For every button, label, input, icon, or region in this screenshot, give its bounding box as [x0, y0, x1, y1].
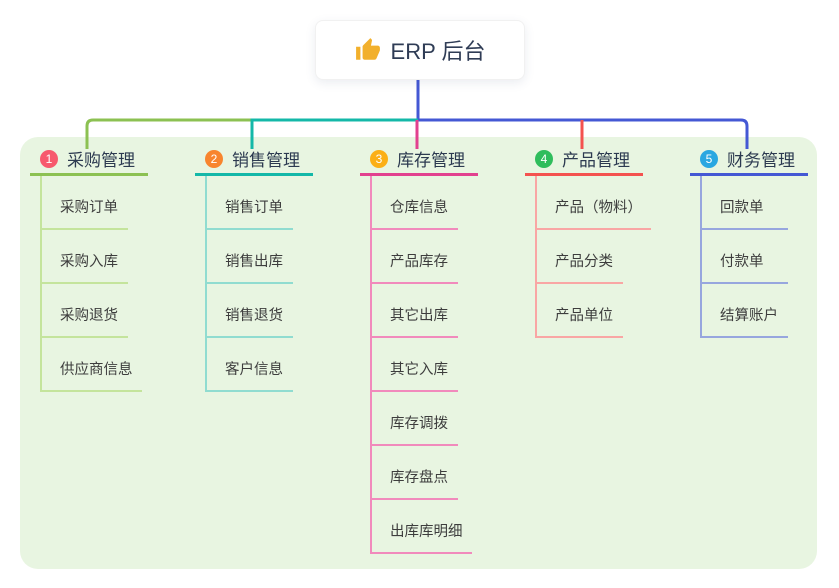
- branch-item[interactable]: 出库库明细: [372, 500, 472, 554]
- branch-label: 销售管理: [232, 151, 300, 170]
- branch-header-2[interactable]: 2 销售管理: [195, 144, 313, 176]
- branch-item-list: 产品（物料）产品分类产品单位: [535, 176, 651, 338]
- branch-item[interactable]: 库存调拨: [372, 392, 458, 446]
- branch-item[interactable]: 采购入库: [42, 230, 128, 284]
- branch-number-badge: 5: [700, 149, 718, 168]
- branch-item[interactable]: 产品（物料）: [537, 176, 651, 230]
- branch-item-list: 仓库信息产品库存其它出库其它入库库存调拨库存盘点出库库明细: [370, 176, 472, 554]
- branch-item[interactable]: 仓库信息: [372, 176, 458, 230]
- branch-header-3[interactable]: 3 库存管理: [360, 144, 478, 176]
- branch-item[interactable]: 回款单: [702, 176, 788, 230]
- branch-item[interactable]: 其它出库: [372, 284, 458, 338]
- branch-header-1[interactable]: 1 采购管理: [30, 144, 148, 176]
- branch-label: 采购管理: [67, 151, 135, 170]
- branch-item[interactable]: 其它入库: [372, 338, 458, 392]
- branch-item[interactable]: 客户信息: [207, 338, 293, 392]
- branch-item[interactable]: 库存盘点: [372, 446, 458, 500]
- branch-item-list: 采购订单采购入库采购退货供应商信息: [40, 176, 142, 392]
- branch-label: 库存管理: [397, 151, 465, 170]
- branch-column-2: 2 销售管理销售订单销售出库销售退货客户信息: [195, 144, 360, 392]
- branch-item[interactable]: 产品分类: [537, 230, 623, 284]
- branch-column-5: 5 财务管理回款单付款单结算账户: [690, 144, 839, 338]
- branch-label: 产品管理: [562, 151, 630, 170]
- branch-item[interactable]: 产品单位: [537, 284, 623, 338]
- thumbs-up-icon: [355, 38, 380, 60]
- branch-item-list: 回款单付款单结算账户: [700, 176, 788, 338]
- root-node-label: ERP 后台: [390, 39, 486, 64]
- branch-item[interactable]: 产品库存: [372, 230, 458, 284]
- branch-item[interactable]: 结算账户: [702, 284, 788, 338]
- branch-number-badge: 1: [40, 149, 58, 168]
- branch-header-4[interactable]: 4 产品管理: [525, 144, 643, 176]
- branch-column-4: 4 产品管理产品（物料）产品分类产品单位: [525, 144, 690, 338]
- branch-item[interactable]: 销售退货: [207, 284, 293, 338]
- branch-label: 财务管理: [727, 151, 795, 170]
- branch-item-list: 销售订单销售出库销售退货客户信息: [205, 176, 293, 392]
- branch-column-1: 1 采购管理采购订单采购入库采购退货供应商信息: [30, 144, 195, 392]
- branches-panel: [20, 137, 817, 569]
- branch-item[interactable]: 付款单: [702, 230, 788, 284]
- branch-item[interactable]: 采购退货: [42, 284, 128, 338]
- branch-number-badge: 2: [205, 149, 223, 168]
- branch-number-badge: 4: [535, 149, 553, 168]
- branch-header-5[interactable]: 5 财务管理: [690, 144, 808, 176]
- branch-item[interactable]: 供应商信息: [42, 338, 142, 392]
- root-node-erp[interactable]: ERP 后台: [315, 20, 525, 80]
- branch-number-badge: 3: [370, 149, 388, 168]
- branch-item[interactable]: 销售订单: [207, 176, 293, 230]
- branch-item[interactable]: 销售出库: [207, 230, 293, 284]
- branch-column-3: 3 库存管理仓库信息产品库存其它出库其它入库库存调拨库存盘点出库库明细: [360, 144, 525, 554]
- branch-item[interactable]: 采购订单: [42, 176, 128, 230]
